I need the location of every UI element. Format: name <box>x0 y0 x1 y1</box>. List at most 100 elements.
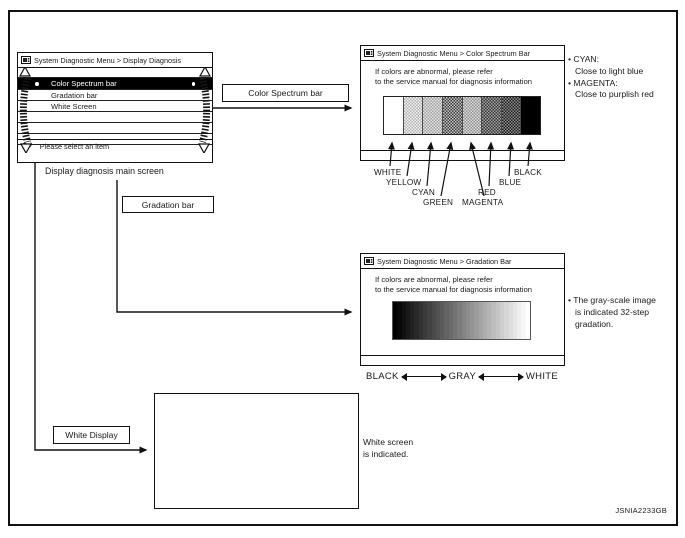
gradation-step <box>491 302 496 339</box>
screen-title-bar: System Diagnostic Menu > Gradation Bar <box>361 254 564 269</box>
spectrum-segment-white <box>384 97 404 134</box>
screen-bottom-strip <box>361 150 564 160</box>
figure-code: JSNIA2233GB <box>615 506 667 515</box>
status-bar-wrap: ⊕〉 Please select an item <box>18 139 212 151</box>
screen-title: System Diagnostic Menu > Display Diagnos… <box>34 55 182 65</box>
color-label-red: RED <box>478 188 496 197</box>
abnormal-note: If colors are abnormal, please refer to … <box>375 67 532 87</box>
gradation-step <box>495 302 501 339</box>
note-line: is indicated 32-step <box>575 306 650 317</box>
screen-icon <box>364 49 374 57</box>
gradation-step <box>452 302 458 339</box>
note-line: • The gray-scale image <box>568 295 656 305</box>
menu-item-label: Color Spectrum bar <box>51 79 117 88</box>
color-label-green: GREEN <box>423 198 454 207</box>
flow-label-color-spectrum-bar: Color Spectrum bar <box>222 84 349 102</box>
screen-icon <box>364 257 374 265</box>
gradation-step <box>478 302 483 339</box>
color-label-blue: BLUE <box>499 178 522 187</box>
gradation-step <box>457 302 462 339</box>
gradation-step <box>487 302 492 339</box>
abnormal-note-line1: If colors are abnormal, please refer <box>375 275 493 284</box>
gradation-step <box>440 302 445 339</box>
gradation-step <box>465 302 471 339</box>
note-term: • MAGENTA: <box>568 77 618 88</box>
note-desc: Close to light blue <box>575 65 644 76</box>
flow-label-gradation-bar: Gradation bar <box>122 196 214 213</box>
screen-title-bar: System Diagnostic Menu > Display Diagnos… <box>18 53 212 68</box>
menu-item-label: Gradation bar <box>51 90 98 100</box>
gradation-step <box>397 302 402 339</box>
flow-label-text: Gradation bar <box>141 199 195 210</box>
note-term: • CYAN: <box>568 54 600 64</box>
scale-label-gray: GRAY <box>448 371 476 382</box>
selection-dot-right <box>191 82 195 86</box>
main-screen-caption: Display diagnosis main screen <box>45 166 164 176</box>
flow-label-text: White Display <box>65 430 118 440</box>
gradation-step <box>422 302 428 339</box>
menu-item-white-screen: White Screen <box>18 101 212 112</box>
menu-item-empty <box>18 112 212 123</box>
abnormal-note-line2: to the service manual for diagnosis info… <box>375 77 533 86</box>
gradation-step <box>435 302 441 339</box>
scroll-indicator-right <box>197 67 211 153</box>
double-arrow <box>477 373 524 380</box>
white-screen-caption: White screen is indicated. <box>363 436 413 460</box>
gradation-step <box>405 302 411 339</box>
spectrum-bar <box>383 96 541 135</box>
gradation-step <box>525 302 530 339</box>
gradation-step <box>448 302 453 339</box>
gradation-step <box>504 302 509 339</box>
status-bar: ⊕〉 Please select an item <box>18 139 212 152</box>
scroll-indicator-left <box>19 67 33 153</box>
gradation-step <box>414 302 419 339</box>
color-label-black: BLACK <box>514 168 542 177</box>
spectrum-segment-black <box>521 97 540 134</box>
color-label-cyan: CYAN <box>412 188 435 197</box>
display-diagnosis-screen: System Diagnostic Menu > Display Diagnos… <box>17 52 213 163</box>
menu-item-gradation-bar: Gradation bar <box>18 90 212 101</box>
gradation-step <box>444 302 449 339</box>
color-label-yellow: YELLOW <box>386 178 422 187</box>
gradation-step <box>461 302 466 339</box>
gradation-step <box>517 302 522 339</box>
spectrum-segment-blue <box>501 97 522 134</box>
menu-item-empty <box>18 123 212 134</box>
menu-list: Color Spectrum bar Gradation bar White S… <box>18 68 212 145</box>
color-label-magenta: MAGENTA <box>462 198 504 207</box>
figure-border <box>8 10 678 526</box>
gradation-step <box>521 302 526 339</box>
gradation-bar <box>392 301 531 340</box>
abnormal-note-line1: If colors are abnormal, please refer <box>375 67 493 76</box>
gradation-step <box>470 302 475 339</box>
status-text: Please select an item <box>39 141 110 151</box>
gradation-step <box>482 302 488 339</box>
screen-bottom-strip <box>361 355 564 365</box>
screen-title: System Diagnostic Menu > Gradation Bar <box>377 256 512 266</box>
gradation-side-note: • The gray-scale image is indicated 32-s… <box>568 295 656 330</box>
spectrum-segment-red <box>482 97 502 134</box>
scale-label-black: BLACK <box>366 371 399 382</box>
note-desc: Close to purplish red <box>575 89 654 100</box>
gradation-step <box>500 302 505 339</box>
screen-title-bar: System Diagnostic Menu > Color Spectrum … <box>361 46 564 61</box>
screen-icon <box>21 56 31 64</box>
menu-item-label: White Screen <box>51 101 97 111</box>
spectrum-segment-green <box>442 97 463 134</box>
note-line: gradation. <box>575 318 614 329</box>
double-arrow <box>400 373 447 380</box>
color-spectrum-screen: System Diagnostic Menu > Color Spectrum … <box>360 45 565 161</box>
gradation-step <box>410 302 415 339</box>
spectrum-segment-magenta <box>462 97 483 134</box>
menu-spacer-row <box>18 68 212 78</box>
gradation-screen: System Diagnostic Menu > Gradation Bar I… <box>360 253 565 366</box>
selection-dot-left <box>35 82 39 86</box>
menu-item-empty <box>18 134 212 145</box>
gradation-step <box>418 302 423 339</box>
white-screen <box>154 393 359 509</box>
screen-title: System Diagnostic Menu > Color Spectrum … <box>377 48 531 58</box>
scale-label-white: WHITE <box>525 371 558 382</box>
color-label-white: WHITE <box>374 168 402 177</box>
abnormal-note-line2: to the service manual for diagnosis info… <box>375 285 533 294</box>
spectrum-segment-yellow <box>403 97 424 134</box>
